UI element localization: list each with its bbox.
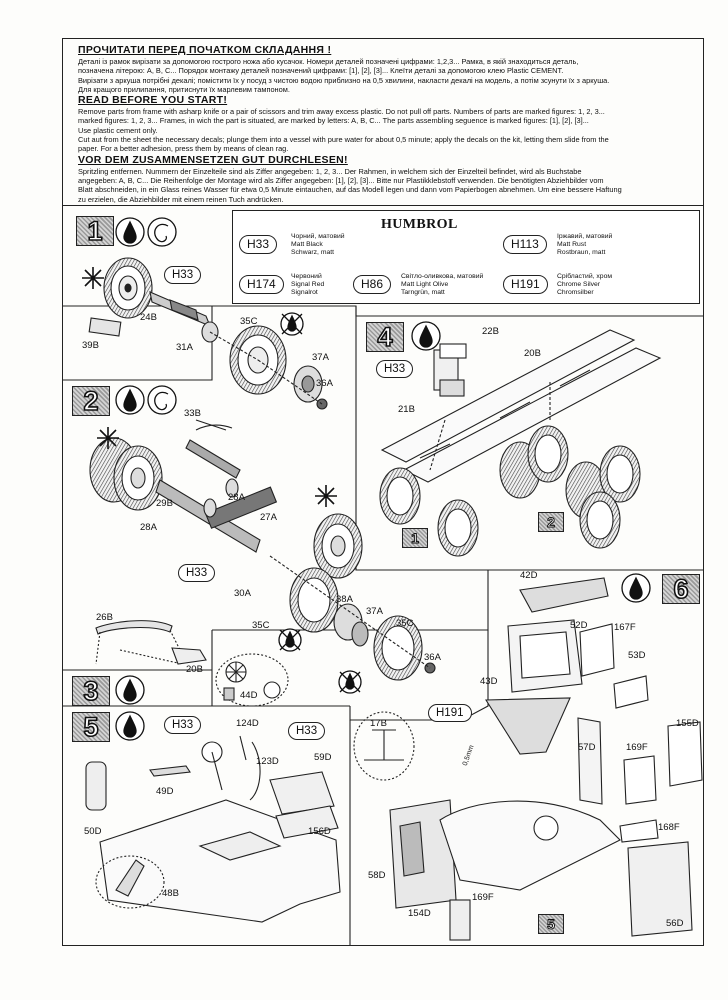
paint-code-h86: H86 — [353, 275, 392, 294]
part-label: 36A — [316, 378, 333, 389]
step-ref-box: 2 — [538, 512, 564, 532]
step6-cab — [353, 577, 703, 941]
part-label: 35C — [240, 316, 258, 327]
step-5-number: 5 — [72, 712, 110, 742]
intro-line: Деталі із рамок вирізати за допомогою го… — [78, 57, 579, 66]
step-3-number: 3 — [72, 676, 110, 706]
paint-callout-h33: H33 — [164, 266, 202, 284]
intro-line: Вирізати з аркуша потрібні декалі; поміс… — [78, 75, 610, 85]
part-label: 59D — [314, 752, 332, 763]
part-label: 22B — [482, 326, 499, 337]
intro-line: Remove parts from frame with asharp knif… — [78, 107, 605, 117]
part-label: 52D — [570, 620, 588, 631]
step1-wheel-assembly — [88, 257, 328, 410]
part-label: 31A — [176, 342, 193, 353]
part-label: 169F — [472, 892, 494, 903]
part-label: 53D — [628, 650, 646, 661]
part-label: 35C — [252, 620, 270, 631]
part-label: 21B — [398, 404, 415, 415]
part-label: 123D — [256, 756, 279, 767]
paint-code-h174: H174 — [239, 275, 284, 294]
step-2-number: 2 — [72, 386, 110, 416]
step-4-number: 4 — [366, 322, 404, 352]
step-6-number: 6 — [662, 574, 700, 604]
paint-callout-h33: H33 — [164, 716, 202, 734]
intro-divider — [62, 205, 704, 206]
intro-line: позначена літерою: A, B, C... Порядок мо… — [78, 66, 564, 76]
part-label: 37A — [366, 606, 383, 617]
intro-line: Blatt abschneiden, in ein Glass reines W… — [78, 185, 622, 195]
part-label: 38A — [336, 594, 353, 605]
part-label: 26B — [96, 612, 113, 623]
page-border — [62, 38, 704, 946]
paint-callout-h33: H33 — [178, 564, 216, 582]
part-label: 156D — [308, 826, 331, 837]
intro-line: Cut aut from the sheet the necessary dec… — [78, 135, 609, 145]
paint-callout-h191: H191 — [428, 704, 472, 722]
step-1-number: 1 — [76, 216, 114, 246]
step4-chassis — [379, 329, 662, 557]
part-label: 167F — [614, 622, 636, 633]
paint-brand: HUMBROL — [381, 217, 458, 232]
part-label: 29B — [156, 498, 173, 509]
intro-line: marked figures: 1, 2, 3... Frames, in wi… — [78, 116, 589, 126]
paint-code-h33: H33 — [239, 235, 278, 254]
part-label: 42D — [520, 570, 538, 581]
intro-line: paper. For a better adhesion, press them… — [78, 144, 289, 154]
part-label: 20B — [524, 348, 541, 359]
intro-heading-uk: ПРОЧИТАТИ ПЕРЕД ПОЧАТКОМ СКЛАДАННЯ ! — [78, 44, 332, 56]
part-label: 24B — [140, 312, 157, 323]
part-label: 17B — [370, 718, 387, 729]
part-label: 36A — [424, 652, 441, 663]
paint-code-h191: H191 — [503, 275, 548, 294]
part-label: 154D — [408, 908, 431, 919]
step5-floor — [85, 735, 341, 923]
part-label: 48B — [162, 888, 179, 899]
intro-text-block: ПРОЧИТАТИ ПЕРЕД ПОЧАТКОМ СКЛАДАННЯ ! Дет… — [78, 44, 690, 204]
part-label: 50D — [84, 826, 102, 837]
part-label: 37A — [312, 352, 329, 363]
intro-line: angegeben: A, B, C... Die Reihenfolge de… — [78, 175, 604, 185]
part-label: 43D — [480, 676, 498, 687]
part-label: 33B — [184, 408, 201, 419]
intro-line: zu erzielen, die Abziehbilder mit einem … — [78, 194, 284, 204]
part-label: 155D — [676, 718, 699, 729]
part-label: 124D — [236, 718, 259, 729]
part-label: 56D — [666, 918, 684, 929]
part-label: 49D — [156, 786, 174, 797]
part-label: 168F — [658, 822, 680, 833]
part-label: 30A — [234, 588, 251, 599]
paint-callout-h33: H33 — [288, 722, 326, 740]
part-label: 44D — [240, 690, 258, 701]
intro-heading-en: READ BEFORE YOU START! — [78, 94, 228, 107]
part-label: 57D — [578, 742, 596, 753]
paint-code-h113: H113 — [503, 235, 547, 254]
part-label: 58D — [368, 870, 386, 881]
step-ref-box: 5 — [538, 914, 564, 934]
part-label: 35C — [396, 618, 414, 629]
part-label: 28A — [140, 522, 157, 533]
intro-line: Spritzling entfernen. Nummern der Einzel… — [78, 166, 582, 176]
paint-callout-h33: H33 — [376, 360, 414, 378]
part-label: 20B — [186, 664, 203, 675]
intro-heading-de: VOR DEM ZUSAMMENSETZEN GUT DURCHLESEN! — [78, 153, 348, 166]
intro-line: Use plastic cement only. — [78, 125, 158, 135]
part-label: 28A — [228, 492, 245, 503]
part-label: 27A — [260, 512, 277, 523]
part-label: 39B — [82, 340, 99, 351]
step-ref-box: 1 — [402, 528, 428, 548]
part-label: 169F — [626, 742, 648, 753]
step2-axle-assembly — [89, 419, 436, 681]
intro-line: Для кращого прилипання, притиснути їх ма… — [78, 84, 290, 94]
step3-bracket — [95, 620, 289, 707]
